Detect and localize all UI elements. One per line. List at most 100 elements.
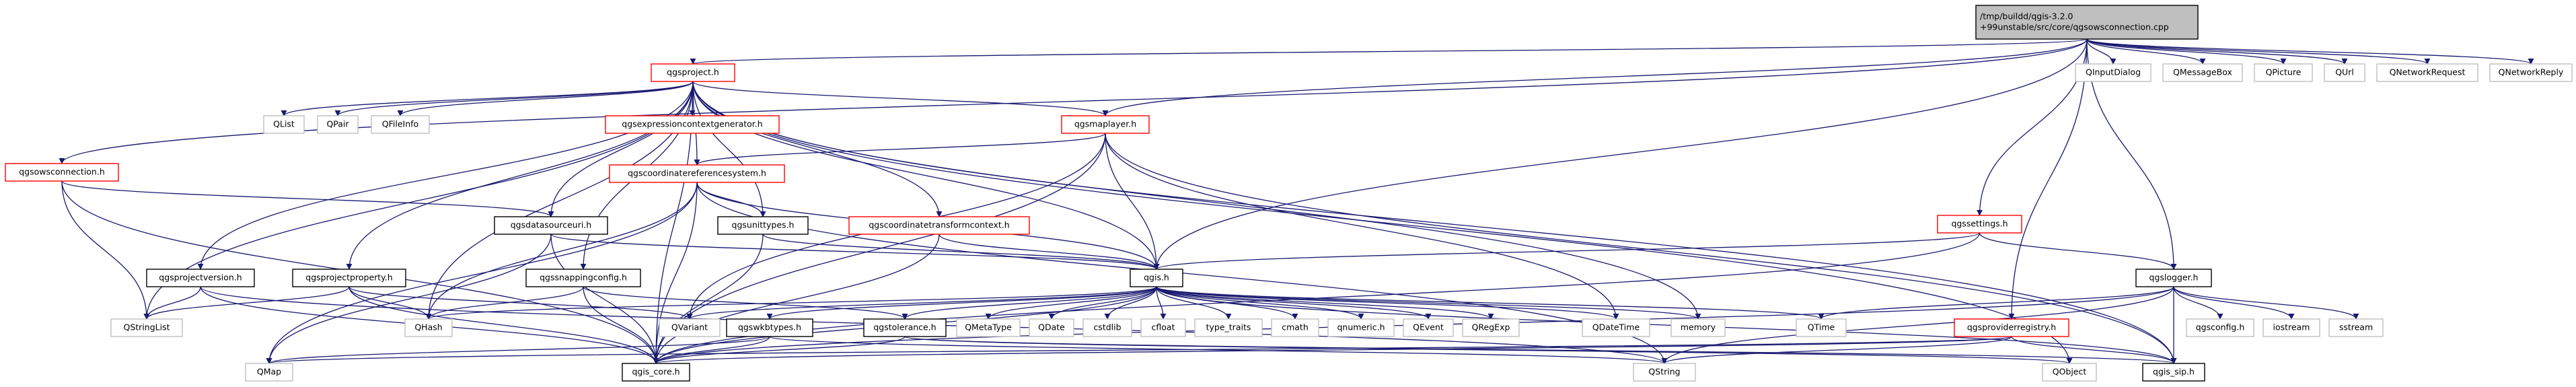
- edge-qgsmaplayer_h-to-qgscoordinatereferencesystem_h: [694, 133, 1106, 166]
- node-box: [1130, 269, 1183, 287]
- node-qgsprojectproperty-h[interactable]: qgsprojectproperty.h: [292, 269, 406, 287]
- edge-qgsowsconnection_h-to-QStringList: [61, 180, 150, 320]
- node-QMessageBox: QMessageBox: [2162, 63, 2243, 82]
- node-qgis-core-h[interactable]: qgis_core.h: [622, 363, 690, 382]
- node-box: [2075, 63, 2151, 82]
- edge-root-to-qgsproject_h: [690, 38, 2088, 65]
- edge-qgis_h-to-QVariant: [686, 286, 1157, 320]
- edge-qgscoordinatereferencesystem_h-to-qgsunittypes_h: [696, 182, 766, 217]
- edge-qgsunittypes_h-to-qgis_h: [762, 234, 1160, 270]
- edge-qgsowsconnection_h-to-qgsdatasourceuri_h: [61, 180, 554, 217]
- node-label: memory: [1681, 322, 1716, 332]
- node-QPicture: QPicture: [2254, 63, 2313, 82]
- node-box: [605, 115, 780, 134]
- node-label: /tmp/buildd/qgis-3.2.0: [1980, 11, 2073, 22]
- edge-qgis_h-to-qgstolerance_h: [901, 286, 1157, 320]
- edge-qgsproject_h-to-qgsdatasourceuri_h: [548, 81, 694, 217]
- node-qgsmaplayer-h[interactable]: qgsmaplayer.h: [1061, 115, 1150, 134]
- edge-qgslogger_h-to-QString: [1661, 286, 2174, 364]
- node-root[interactable]: /tmp/buildd/qgis-3.2.0+99unstable/src/co…: [1975, 5, 2199, 40]
- edge-qgssettings_h-to-qgis_h: [1153, 232, 1981, 270]
- node-box: [1462, 318, 1520, 337]
- node-qgsconfig-h: qgsconfig.h: [2186, 318, 2254, 337]
- node-box: [2262, 318, 2320, 337]
- node-qgsproviderregistry-h[interactable]: qgsproviderregistry.h: [1954, 318, 2069, 337]
- node-box: [1937, 215, 2022, 234]
- node-label: qgscoordinatetransformcontext.h: [869, 220, 1009, 230]
- edge-qgsprojectproperty_h-to-QVariant: [348, 286, 693, 320]
- node-label: qgsproviderregistry.h: [1967, 322, 2056, 332]
- edge-qgis_h-to-QEvent: [1156, 286, 1432, 320]
- edge-qgssnappingconfig_h-to-QHash: [425, 286, 584, 320]
- node-box: [525, 269, 641, 287]
- edge-qgis_h-to-QDateTime: [1156, 286, 1619, 320]
- edge-qgis_h-to-QDate: [1048, 286, 1157, 320]
- edge-root-to-QUrl: [2086, 38, 2348, 65]
- node-box: [622, 363, 690, 382]
- node-qgsdatasourceuri-h[interactable]: qgsdatasourceuri.h: [494, 216, 608, 235]
- edge-root-to-QMessageBox: [2086, 38, 2206, 65]
- edge-qgsproviderregistry_h-to-qgis_sip_h: [2011, 336, 2177, 364]
- node-box: [2162, 63, 2243, 82]
- node-qgssnappingconfig-h[interactable]: qgssnappingconfig.h: [525, 269, 641, 287]
- edge-qgis_h-to-qnumeric_h: [1156, 286, 1364, 320]
- node-qgis-sip-h[interactable]: qgis_sip.h: [2142, 363, 2205, 382]
- node-qgsowsconnection-h[interactable]: qgsowsconnection.h: [5, 163, 119, 182]
- node-memory: memory: [1670, 318, 1726, 337]
- node-box: [1082, 318, 1132, 337]
- node-box: [1403, 318, 1454, 337]
- node-box: [317, 115, 359, 134]
- node-label: QDate: [1038, 322, 1065, 332]
- edge-qgssettings_h-to-qgslogger_h: [1979, 232, 2177, 270]
- edge-qgis_h-to-qgswkbtypes_h: [766, 286, 1157, 320]
- node-QRegExp: QRegExp: [1462, 318, 1520, 337]
- node-box: [1954, 318, 2069, 337]
- node-box: [2186, 318, 2254, 337]
- node-label: QVariant: [671, 322, 708, 332]
- node-QInputDialog: QInputDialog: [2075, 63, 2151, 82]
- node-QMetaType: QMetaType: [956, 318, 1021, 337]
- node-sstream: sstream: [2328, 318, 2384, 337]
- node-qgscoordinatereferencesystem-h[interactable]: qgscoordinatereferencesystem.h: [609, 164, 785, 183]
- node-QFileInfo: QFileInfo: [371, 115, 430, 134]
- edge-qgis_h-to-QMetaType: [985, 286, 1157, 320]
- edge-qgsproject_h-to-qgscoordinatetransformcontext_h: [692, 81, 943, 217]
- node-iostream: iostream: [2262, 318, 2320, 337]
- edge-qgslogger_h-to-QTime: [1818, 286, 2174, 320]
- edge-root-to-qgssettings_h: [1976, 38, 2088, 216]
- node-qnumeric-h: qnumeric.h: [1327, 318, 1395, 337]
- node-box: [956, 318, 1021, 337]
- node-qgis-h[interactable]: qgis.h: [1130, 269, 1183, 287]
- node-qgscoordinatetransformcontext-h[interactable]: qgscoordinatetransformcontext.h: [848, 216, 1030, 235]
- node-label: qgsconfig.h: [2196, 322, 2245, 332]
- node-qgstolerance-h[interactable]: qgstolerance.h: [863, 318, 947, 337]
- node-box: [1633, 363, 1696, 382]
- node-QUrl: QUrl: [2324, 63, 2365, 82]
- node-box: [659, 318, 721, 337]
- edge-qgsmaplayer_h-to-qgis_sip_h: [1105, 133, 2177, 364]
- node-label: QPicture: [2266, 67, 2302, 77]
- node-qgswkbtypes-h[interactable]: qgswkbtypes.h: [726, 318, 813, 337]
- edge-qgis_h-to-QHash: [425, 286, 1157, 320]
- edge-qgsproviderregistry_h-to-qgis_core_h: [653, 336, 2012, 364]
- edge-qgis_h-to-cfloat: [1156, 286, 1167, 320]
- node-label: +99unstable/src/core/qgsowsconnection.cp…: [1980, 22, 2169, 32]
- node-qgsexpressioncontextgenerator-h[interactable]: qgsexpressioncontextgenerator.h: [605, 115, 780, 134]
- node-qgsproject-h[interactable]: qgsproject.h: [651, 63, 735, 82]
- node-box: [726, 318, 813, 337]
- node-qgslogger-h[interactable]: qgslogger.h: [2135, 269, 2212, 287]
- node-label: iostream: [2273, 322, 2310, 332]
- node-box: [110, 318, 183, 337]
- edge-qgswkbtypes_h-to-qgis_core_h: [653, 336, 770, 364]
- edge-qgslogger_h-to-qgsconfig_h: [2173, 286, 2223, 320]
- node-label: qgsowsconnection.h: [19, 167, 105, 177]
- node-box: [609, 164, 785, 183]
- node-qgsprojectversion-h[interactable]: qgsprojectversion.h: [146, 269, 255, 287]
- node-box: [2328, 318, 2384, 337]
- edge-qgsproviderregistry_h-to-QString: [1661, 336, 2012, 364]
- node-qgsunittypes-h[interactable]: qgsunittypes.h: [717, 216, 809, 235]
- node-qgssettings-h[interactable]: qgssettings.h: [1937, 215, 2022, 234]
- node-box: [1327, 318, 1395, 337]
- edge-qgscoordinatereferencesystem_h-to-QHash: [425, 182, 698, 320]
